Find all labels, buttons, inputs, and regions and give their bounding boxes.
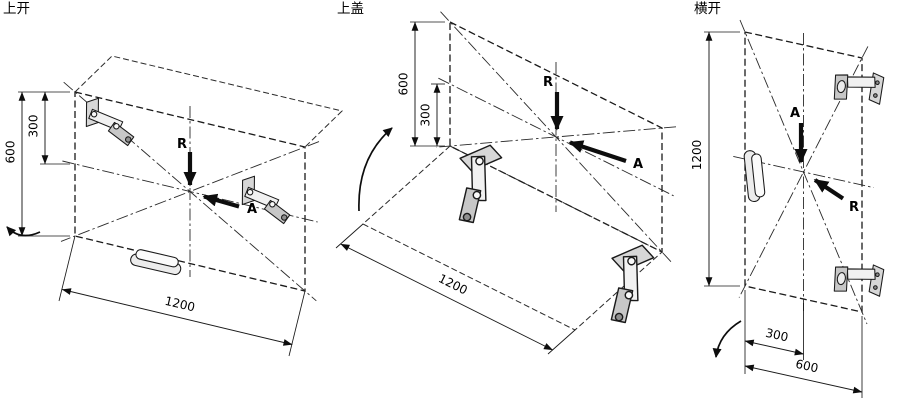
dim-offset-label: 300 [764, 326, 789, 345]
diagram-title: 上盖 [337, 1, 364, 17]
dim-height-label: 600 [397, 73, 411, 96]
force-arrow-a-label: A [790, 106, 800, 121]
force-arrow-r-label: R [177, 137, 187, 152]
thick-left-arrow-icon [813, 178, 845, 201]
centerlines [435, 11, 677, 263]
lid-stay-right-icon [594, 242, 668, 327]
midline-horizontal [438, 77, 674, 197]
thick-left-arrow-icon [568, 140, 627, 163]
dim-offset-label: 300 [419, 104, 433, 127]
dim-width: 600 [744, 316, 863, 398]
dim-offset-label: 300 [27, 115, 41, 138]
dim-offset: 300 [27, 91, 70, 165]
force-arrow-a-label: A [633, 157, 643, 172]
dim-line [61, 288, 293, 346]
dim-height: 1200 [690, 31, 740, 287]
dim-extension-line [547, 329, 576, 355]
dim-height-label: 1200 [690, 140, 704, 171]
dim-width-label: 600 [794, 357, 819, 376]
pull-handle-icon [129, 247, 184, 277]
force-arrow-a: A [202, 193, 257, 217]
dim-width: 1200 [335, 223, 576, 355]
centerlines [60, 81, 320, 302]
force-arrow-a: A [790, 106, 808, 164]
dim-extension-line [335, 223, 364, 249]
dim-width-label: 1200 [163, 294, 196, 315]
force-arrow-a-label: A [247, 202, 257, 217]
force-arrow-a: A [568, 140, 643, 172]
hinge-bottom-icon [831, 258, 885, 299]
dim-line [340, 243, 553, 351]
diagram-top-hung: 上开 600 300 1200 R [3, 1, 343, 357]
pull-handle-icon [743, 149, 767, 203]
diagram-side-hung: 横开 1200 300 600 A [690, 1, 885, 398]
swing-direction-arrow-icon [358, 127, 393, 212]
force-arrow-r-label: R [849, 200, 859, 215]
flap-stay-right-icon [235, 173, 296, 225]
force-arrow-r-label: R [543, 75, 553, 90]
dim-line [744, 364, 863, 394]
diagram-top-lid: 上盖 600 300 1200 R [335, 1, 677, 355]
force-arrow-r: R [543, 75, 564, 131]
thick-left-arrow-icon [202, 193, 240, 209]
force-arrow-r: R [177, 137, 197, 187]
dim-offset: 300 [744, 290, 804, 374]
lid-stay-left-icon [442, 142, 516, 227]
flap-stay-left-icon [79, 95, 140, 147]
diagram-title: 上开 [3, 1, 30, 17]
diagonal-line [435, 126, 677, 148]
hinge-top-icon [831, 66, 885, 107]
dim-height-label: 600 [4, 141, 18, 164]
dim-width: 1200 [58, 235, 306, 357]
dim-offset: 300 [419, 83, 445, 147]
dim-width-label: 1200 [436, 271, 470, 297]
dim-extension-line [58, 235, 76, 302]
dim-line [744, 339, 804, 356]
diagram-title: 横开 [694, 1, 721, 17]
dim-extension-line [288, 290, 306, 357]
dim-height: 600 [397, 21, 445, 147]
swing-direction-arrow-icon [712, 320, 742, 358]
swing-direction-arrow-icon [6, 226, 41, 237]
force-arrow-r: R [813, 178, 859, 215]
